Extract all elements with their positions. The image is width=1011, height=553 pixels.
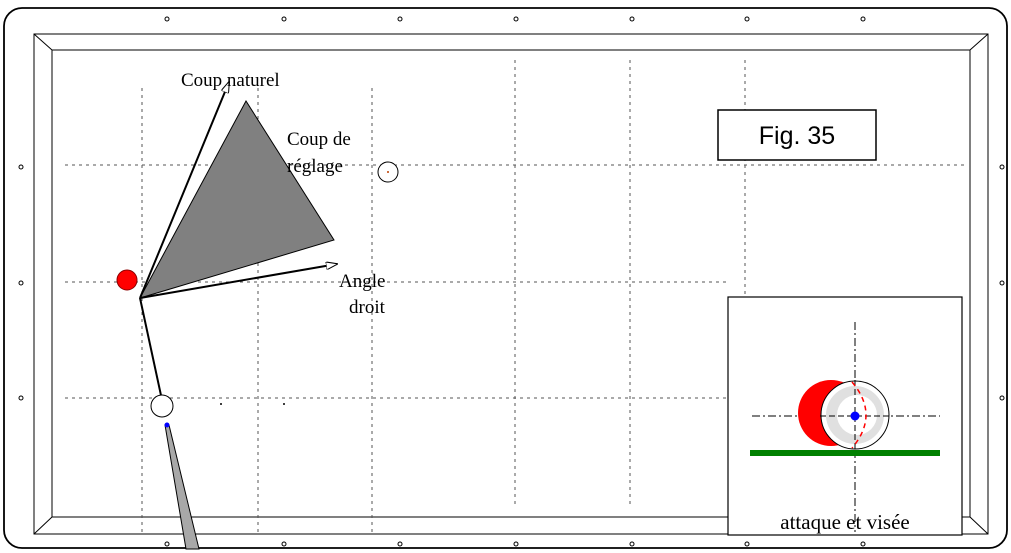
diamond-markers — [18, 16, 1005, 547]
diamond-marker-icon — [18, 395, 24, 401]
diamond-marker-icon — [18, 164, 24, 170]
label-coup-naturel: Coup naturel — [181, 70, 280, 91]
natural-shot-arrow — [139, 82, 229, 299]
label-angle-droit-2: droit — [349, 297, 386, 318]
cue-ball-path — [139, 297, 163, 401]
diamond-marker-icon — [744, 16, 750, 22]
diamond-marker-icon — [999, 280, 1005, 286]
diamond-marker-icon — [18, 280, 24, 286]
diamond-marker-icon — [397, 541, 403, 547]
diamond-marker-icon — [513, 16, 519, 22]
table-cushion — [33, 33, 989, 535]
label-coup-de-reglage-1: Coup de — [287, 129, 351, 150]
figure-title: Fig. 35 — [759, 122, 835, 150]
label-coup-de-reglage-2: réglage — [287, 156, 343, 177]
target-ball-center-dot — [387, 171, 389, 173]
table-dot — [283, 403, 285, 405]
cue-ball — [150, 394, 174, 418]
figure-title-box — [717, 109, 877, 161]
diamond-marker-icon — [281, 541, 287, 547]
adjustment-wedge — [138, 100, 335, 299]
diamond-marker-icon — [744, 541, 750, 547]
diamond-marker-icon — [999, 395, 1005, 401]
diamond-marker-icon — [999, 164, 1005, 170]
diamond-marker-icon — [629, 16, 635, 22]
table-dot — [220, 403, 222, 405]
diamond-marker-icon — [860, 16, 866, 22]
diamond-marker-icon — [513, 541, 519, 547]
label-angle-droit-1: Angle — [339, 271, 385, 292]
cue-tip — [164, 422, 170, 428]
table-grid — [65, 60, 966, 535]
diamond-marker-icon — [281, 16, 287, 22]
diamond-marker-icon — [397, 16, 403, 22]
diamond-marker-icon — [164, 16, 170, 22]
right-angle-arrow — [139, 264, 337, 299]
inset-aim-point — [850, 411, 860, 421]
inset-caption: attaque et visée — [780, 510, 909, 534]
inset-red-dashed-arc — [851, 381, 867, 449]
red-ball — [116, 269, 138, 291]
inset-rail-line — [750, 450, 940, 456]
inset-aim-crosshair — [752, 322, 940, 532]
diamond-marker-icon — [164, 541, 170, 547]
diamond-marker-icon — [629, 541, 635, 547]
diamond-marker-icon — [860, 541, 866, 547]
